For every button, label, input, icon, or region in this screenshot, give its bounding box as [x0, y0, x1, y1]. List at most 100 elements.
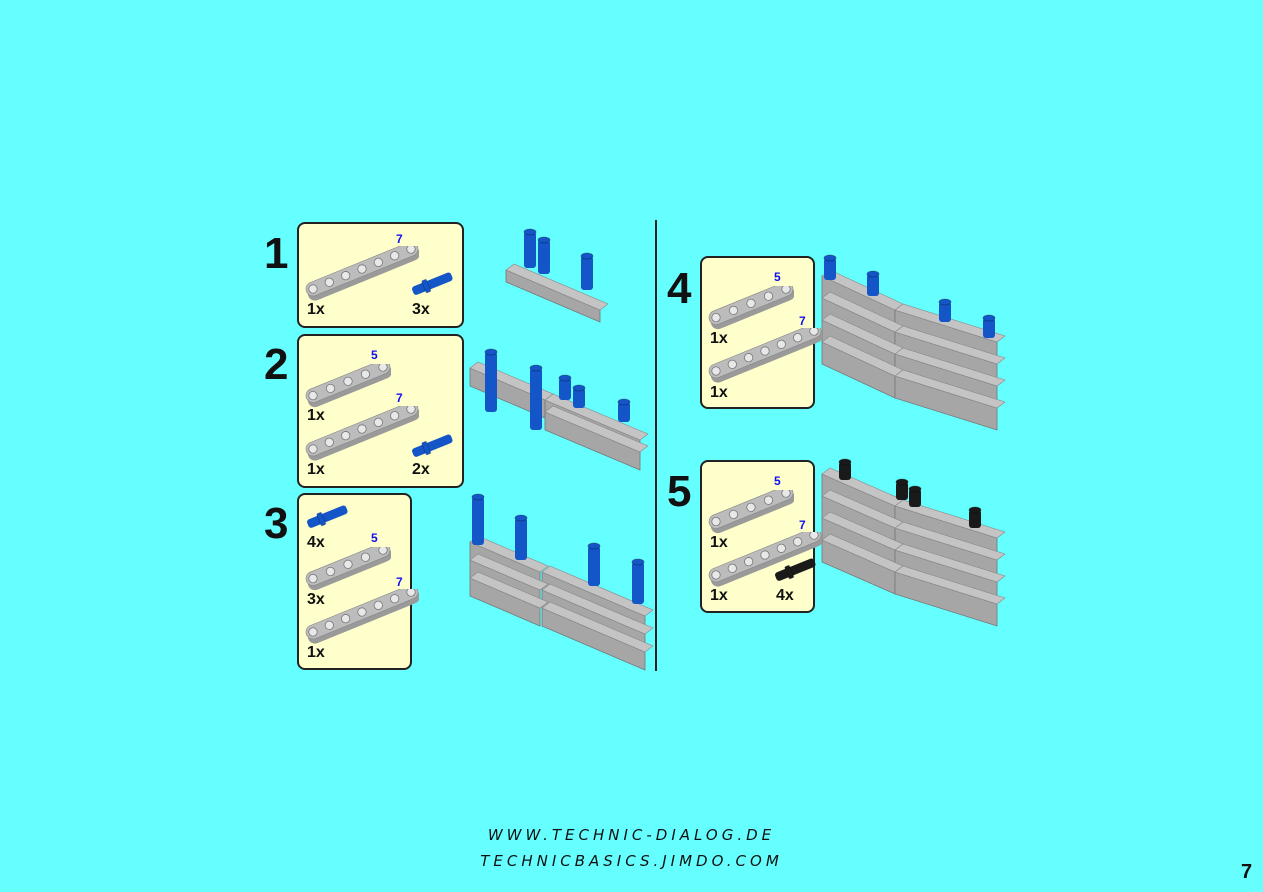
beam-part-icon	[706, 323, 823, 401]
pin	[867, 274, 879, 296]
beam-top	[544, 405, 649, 453]
pin-top	[838, 458, 852, 466]
beam-top	[541, 583, 654, 635]
pin	[896, 482, 908, 500]
part-quantity: 1x	[710, 384, 728, 401]
part-quantity: 3x	[307, 591, 325, 608]
pin-part-icon	[304, 505, 352, 536]
pin	[515, 518, 527, 560]
beam-length-label: 5	[774, 270, 781, 284]
beam-part-icon	[303, 542, 392, 609]
beam-part-icon	[303, 359, 392, 426]
step-number: 4	[667, 264, 692, 313]
pin	[530, 368, 542, 430]
step-number: 5	[667, 467, 692, 516]
pin-top	[537, 236, 551, 244]
beam-top	[894, 303, 1006, 343]
pin	[559, 378, 571, 400]
beam-top	[544, 393, 649, 441]
pin-top	[908, 485, 922, 493]
part-quantity: 4x	[307, 534, 325, 551]
pin-top	[471, 493, 485, 501]
beam-top	[505, 263, 609, 311]
pin-top	[580, 252, 594, 260]
pin	[485, 352, 497, 412]
pin	[939, 302, 951, 322]
pin-top	[558, 374, 572, 382]
step-number: 3	[264, 499, 289, 548]
beam-top	[469, 571, 549, 609]
beam-length-label: 7	[799, 314, 806, 328]
part-quantity: 1x	[710, 587, 728, 604]
parts-list-step-2: 5 1x 7 1x 2x	[297, 334, 464, 488]
pin	[839, 462, 851, 480]
beam-part-icon	[303, 401, 420, 479]
parts-list-step-5: 5 1x 7 1x 4x	[700, 460, 823, 613]
parts-list-step-3: 4x 5 3x 7 1x	[297, 493, 420, 670]
beam-part-icon	[706, 527, 823, 605]
pin	[538, 240, 550, 274]
pin	[909, 489, 921, 507]
beam-top	[894, 369, 1006, 409]
beam-top	[894, 565, 1006, 605]
beam-part-icon	[303, 584, 420, 662]
beam-part-icon	[706, 281, 795, 348]
pin-top	[587, 542, 601, 550]
pin-top	[823, 254, 837, 262]
pin-top	[968, 506, 982, 514]
pin-part-icon	[409, 272, 457, 303]
pin-top	[895, 478, 909, 486]
column-divider	[655, 220, 657, 671]
pin	[824, 258, 836, 280]
part-quantity: 4x	[776, 587, 794, 604]
beam-top	[541, 601, 654, 653]
pin-top	[529, 364, 543, 372]
beam-length-label: 7	[396, 232, 403, 246]
pin	[573, 388, 585, 408]
parts-list-step-4: 5 1x 7 1x	[700, 256, 823, 409]
footer-website-link[interactable]: TECHNICBASICS.JIMDO.COM	[480, 852, 783, 870]
beam-length-label: 7	[396, 391, 403, 405]
parts-list-step-1: 7 1x 3x	[297, 222, 464, 328]
pin-top	[617, 398, 631, 406]
beam-top	[894, 347, 1006, 387]
pin-top	[982, 314, 996, 322]
part-quantity: 1x	[307, 301, 325, 318]
beam-top	[894, 499, 1006, 539]
part-quantity: 1x	[307, 461, 325, 478]
pin-top	[514, 514, 528, 522]
beam-top	[894, 521, 1006, 561]
beam-part-icon	[706, 485, 795, 552]
beam-top	[894, 325, 1006, 365]
part-quantity: 1x	[710, 330, 728, 347]
page-number: 7	[1241, 861, 1253, 883]
beam-length-label: 5	[371, 531, 378, 545]
pin-top	[572, 384, 586, 392]
pin	[581, 256, 593, 290]
part-quantity: 1x	[710, 534, 728, 551]
beam-top	[541, 565, 654, 617]
pin-top	[631, 558, 645, 566]
pin-top	[523, 228, 537, 236]
beam-length-label: 7	[396, 575, 403, 589]
beam-part-icon	[303, 241, 420, 319]
pin-top	[938, 298, 952, 306]
pin-top	[484, 348, 498, 356]
pin-part-icon	[409, 434, 457, 465]
pin	[472, 497, 484, 545]
step-number: 2	[264, 340, 289, 389]
pin	[524, 232, 536, 268]
part-quantity: 2x	[412, 461, 430, 478]
beam-length-label: 7	[799, 518, 806, 532]
part-quantity: 3x	[412, 301, 430, 318]
pin-top	[866, 270, 880, 278]
footer-website-link[interactable]: WWW.TECHNIC-DIALOG.DE	[487, 826, 776, 844]
beam-top	[894, 543, 1006, 583]
pin	[632, 562, 644, 604]
beam-top	[469, 553, 549, 591]
pin	[618, 402, 630, 422]
pin-part-icon	[772, 558, 820, 589]
beam-length-label: 5	[774, 474, 781, 488]
beam-length-label: 5	[371, 348, 378, 362]
